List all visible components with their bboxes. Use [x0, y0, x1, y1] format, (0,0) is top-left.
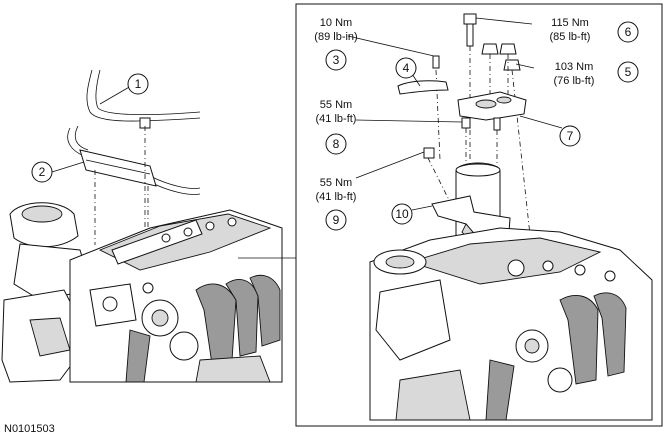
bolt-8: [461, 117, 471, 129]
callout-6: 115 Nm (85 lb-ft) 6: [550, 17, 639, 43]
bracket-4: [397, 80, 449, 95]
callout-7-number: 7: [567, 129, 574, 143]
callout-10-number: 10: [395, 207, 409, 221]
callout-3: 10 Nm (89 lb-in) 3: [314, 17, 358, 71]
callout-9: 55 Nm (41 lb-ft) 9: [316, 177, 357, 231]
callout-9-torque-nm: 55 Nm: [320, 177, 352, 189]
callout-4: 4: [395, 57, 417, 79]
left-engine-view: [1, 69, 296, 383]
callout-8: 55 Nm (41 lb-ft) 8: [316, 99, 357, 155]
leader-lines: [51, 17, 563, 211]
callout-5-number: 5: [625, 65, 632, 79]
detail-inset-frame: [295, 3, 663, 427]
bracket-2: [79, 149, 157, 187]
bolt-6: [463, 13, 477, 25]
callout-9-number: 9: [333, 213, 340, 227]
callout-5-torque-nm: 103 Nm: [555, 61, 594, 73]
callout-8-torque-nm: 55 Nm: [320, 99, 352, 111]
callout-5: 103 Nm (76 lb-ft) 5: [554, 61, 639, 87]
callout-4-number: 4: [403, 61, 410, 75]
callout-9-torque-imperial: (41 lb-ft): [316, 191, 357, 203]
nut-5a: [481, 43, 499, 55]
callout-3-torque-imperial: (89 lb-in): [314, 31, 357, 43]
callout-2: 2: [31, 161, 53, 183]
nut-5b: [499, 43, 517, 55]
right-detail-view: [369, 13, 653, 421]
callout-5-torque-imperial: (76 lb-ft): [554, 75, 595, 87]
figure-id: N0101503: [4, 423, 55, 435]
callout-7: 7: [559, 125, 581, 147]
bolt-3: [432, 55, 440, 69]
callout-6-torque-imperial: (85 lb-ft): [550, 31, 591, 43]
nut-5c: [503, 59, 521, 71]
callout-3-torque-nm: 10 Nm: [320, 17, 352, 29]
callout-3-number: 3: [333, 53, 340, 67]
callout-1-number: 1: [135, 77, 142, 91]
callout-6-number: 6: [625, 25, 632, 39]
callout-2-number: 2: [39, 165, 46, 179]
bolt-9: [423, 147, 435, 159]
callout-1: 1: [127, 73, 149, 95]
callout-8-number: 8: [333, 137, 340, 151]
callout-8-torque-imperial: (41 lb-ft): [316, 113, 357, 125]
callout-10: 10: [391, 203, 413, 225]
callout-6-torque-nm: 115 Nm: [551, 17, 589, 29]
